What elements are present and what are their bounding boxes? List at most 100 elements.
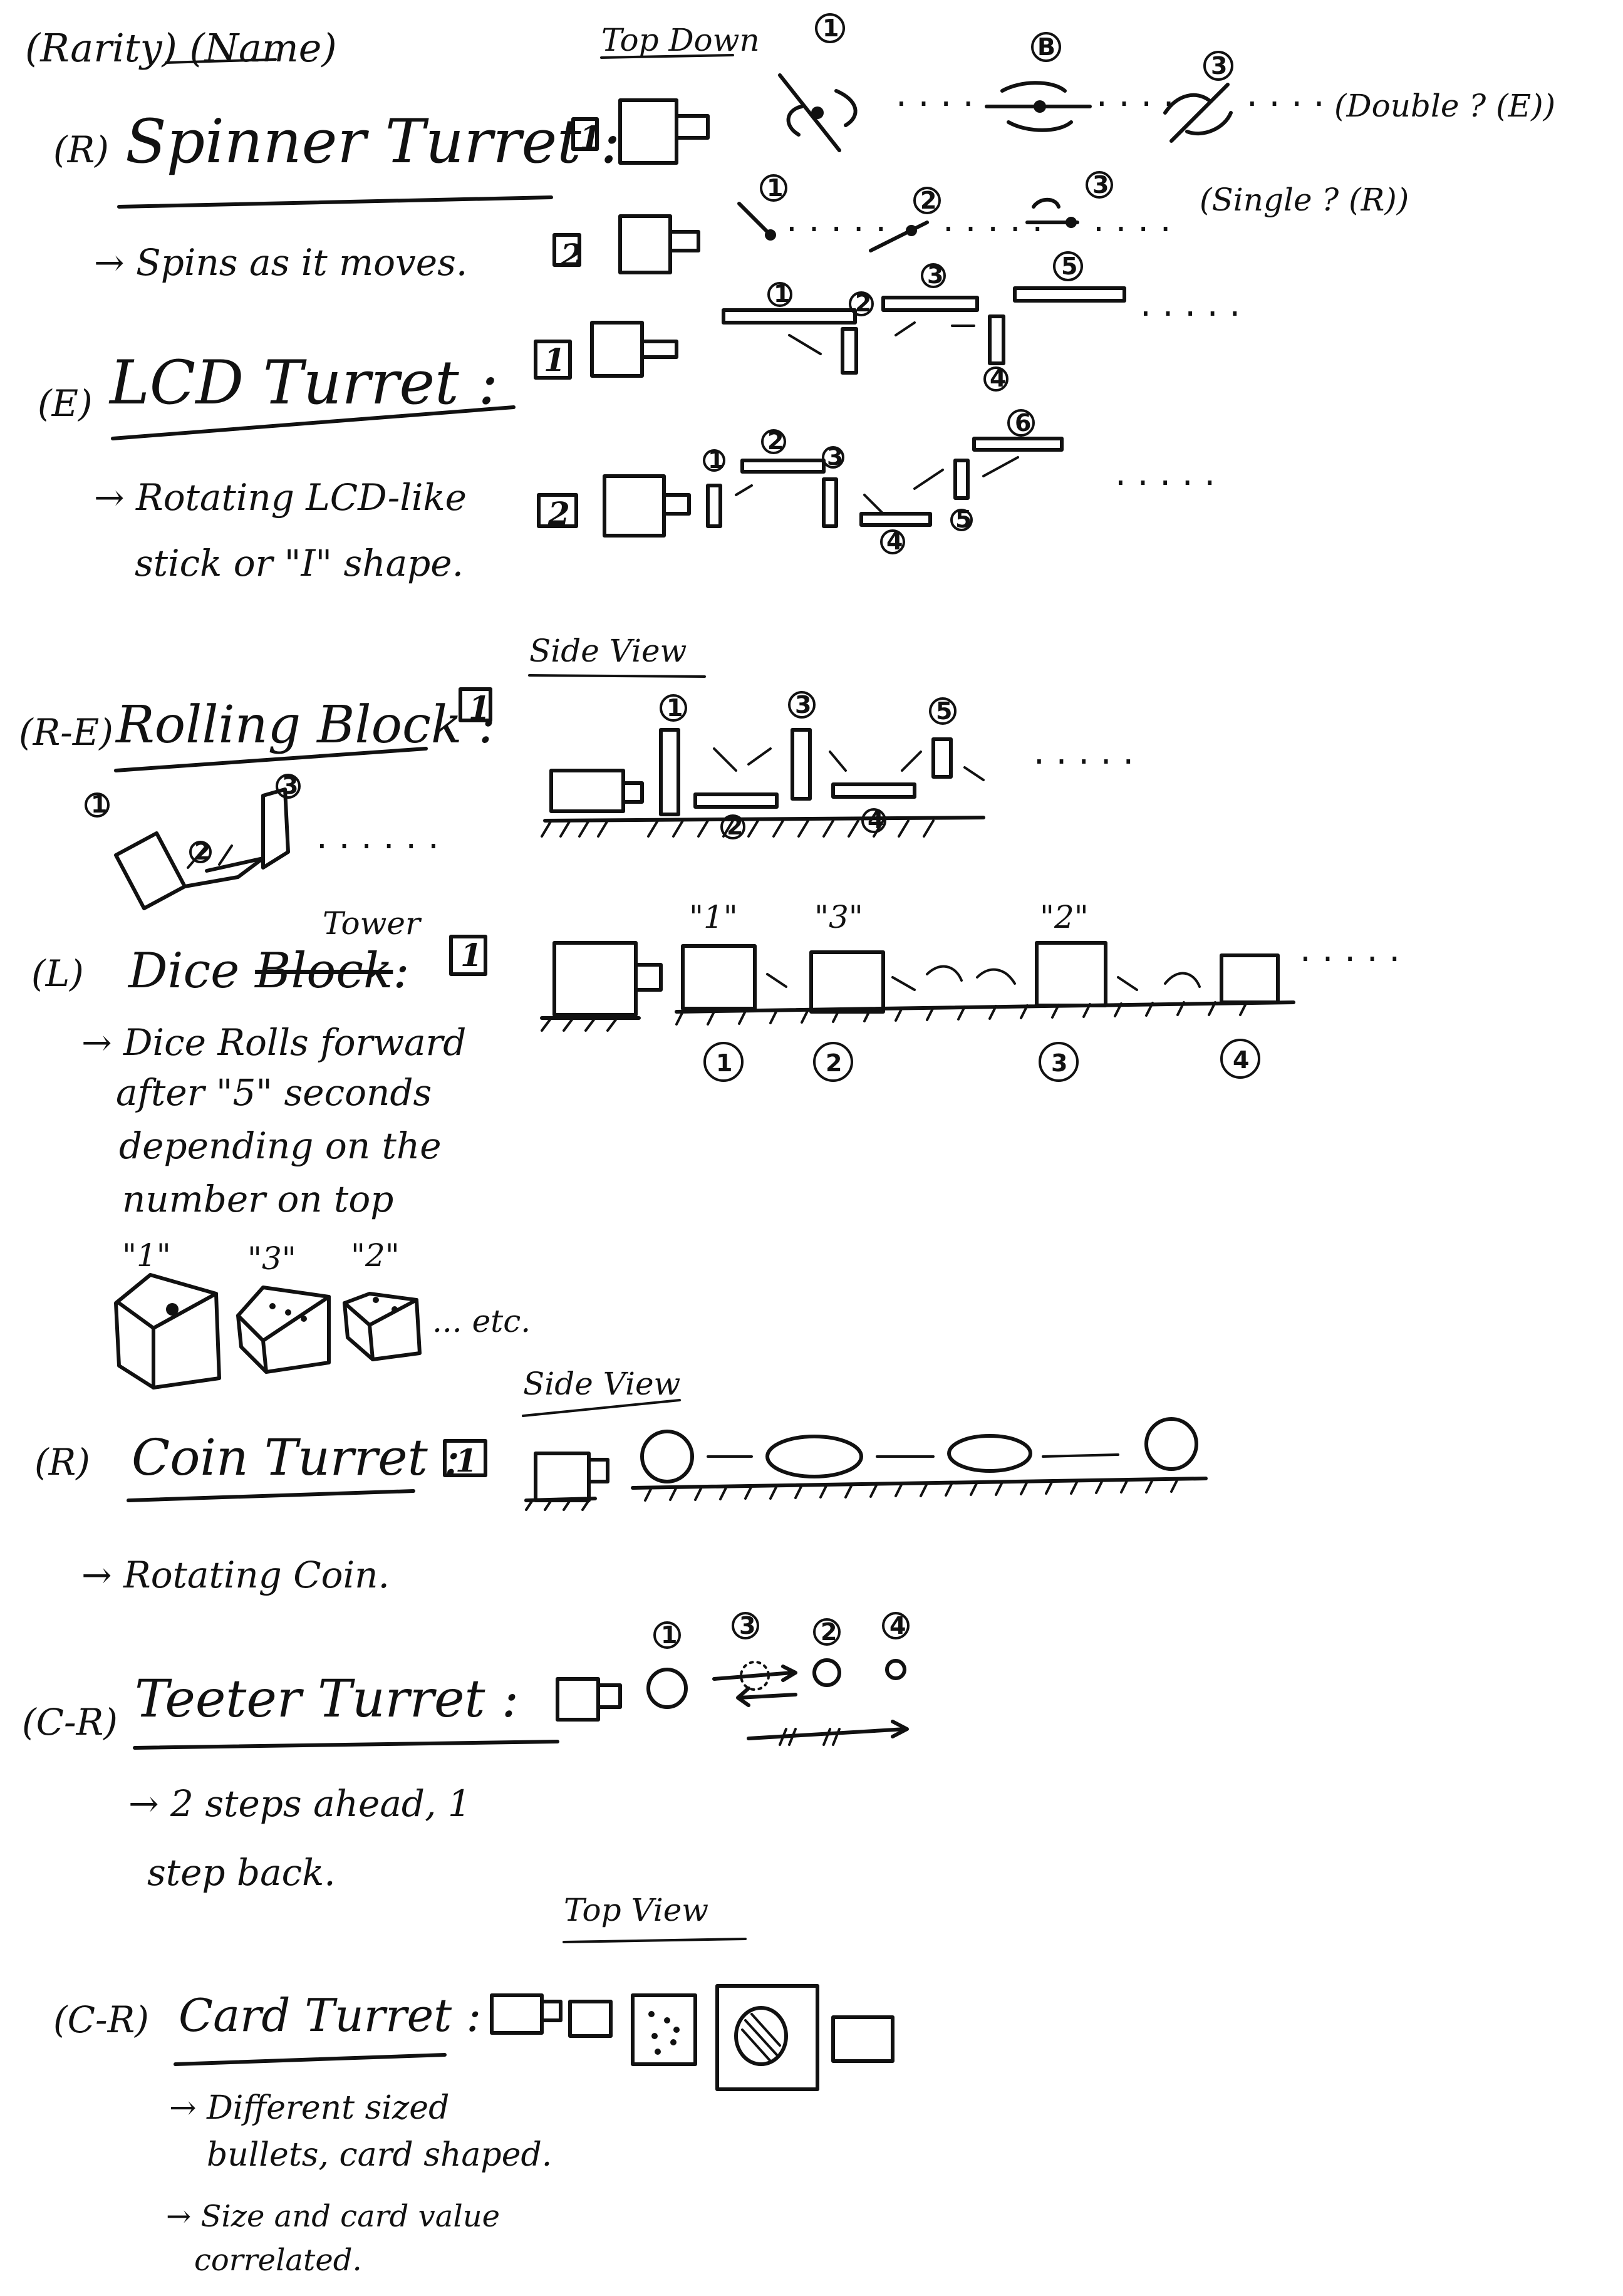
lcd-path-2 bbox=[708, 439, 1062, 526]
card-desc-line1: → Different sized bbox=[169, 2089, 450, 2127]
dice-title-struck: Block bbox=[255, 943, 393, 999]
svg-text:· · · · ·: · · · · · bbox=[1115, 463, 1215, 504]
spinner-rarity: (R) bbox=[53, 128, 109, 171]
svg-text:2: 2 bbox=[826, 1049, 842, 1077]
coin-variant-box bbox=[445, 1441, 485, 1475]
dice-side-view bbox=[542, 943, 1294, 1031]
svg-text:· · · · ·: · · · · · bbox=[1300, 939, 1400, 980]
top-view-label: Top View bbox=[564, 1892, 709, 1928]
svg-text:4: 4 bbox=[886, 527, 903, 555]
card-desc-line3: → Size and card value bbox=[166, 2199, 500, 2234]
spinner-desc: → Spins as it moves. bbox=[94, 241, 468, 284]
svg-text:· · · · ·: · · · · · bbox=[786, 209, 886, 250]
rolling-side-view bbox=[542, 730, 983, 836]
dice-desc-line3: depending on the bbox=[119, 1125, 442, 1167]
dice-desc-line2: after "5" seconds bbox=[116, 1071, 432, 1114]
rolling-title-underline bbox=[116, 749, 426, 771]
step-markers: 1 B 3 1 2 3 1 2 3 4 5 1 2 3 4 5 6 1 2 3 … bbox=[86, 14, 1259, 1649]
svg-text:1: 1 bbox=[708, 446, 724, 474]
lcd-desc-line2: stick or "I" shape. bbox=[135, 542, 464, 584]
svg-text:· · · · ·: · · · · · bbox=[1034, 742, 1134, 782]
dice-face-label-1: "1" bbox=[122, 1237, 171, 1274]
teeter-title-underline bbox=[135, 1742, 557, 1748]
svg-text:1: 1 bbox=[666, 694, 683, 722]
lcd-variant-2: 2 bbox=[548, 495, 570, 532]
rolling-title: Rolling Block : bbox=[116, 695, 496, 755]
dice-side-label-2: "2" bbox=[1040, 899, 1089, 935]
spinner-title: Spinner Turret : bbox=[125, 106, 621, 177]
lcd-title-underline bbox=[113, 407, 514, 439]
card-rarity: (C-R) bbox=[53, 1998, 149, 2041]
svg-text:2: 2 bbox=[821, 1618, 837, 1646]
dice-faces-sketch bbox=[116, 1275, 420, 1388]
svg-text:· · · · ·: · · · · · bbox=[1140, 294, 1240, 335]
teeter-rarity: (C-R) bbox=[22, 1701, 118, 1743]
svg-text:2: 2 bbox=[855, 289, 871, 317]
spinner-turret-1-icon bbox=[573, 100, 708, 163]
coin-side-view bbox=[526, 1419, 1206, 1510]
svg-text:· · · · ·: · · · · · bbox=[943, 209, 1043, 250]
rolling-variant-box bbox=[460, 689, 490, 720]
svg-text:5: 5 bbox=[955, 506, 972, 533]
coin-variant-1: 1 bbox=[455, 1442, 477, 1479]
rolling-variant-1: 1 bbox=[469, 689, 490, 726]
svg-text:3: 3 bbox=[282, 772, 298, 799]
spinner-path-single bbox=[739, 200, 1077, 251]
lcd-variant-1: 1 bbox=[544, 341, 566, 378]
top-down-label: Top Down bbox=[601, 22, 760, 58]
svg-text:3: 3 bbox=[1211, 52, 1227, 80]
svg-text:3: 3 bbox=[827, 443, 843, 470]
svg-text:2: 2 bbox=[767, 427, 784, 455]
side-view-label-2: Side View bbox=[523, 1366, 681, 1402]
spinner-note-double: (Double ? (E)) bbox=[1334, 88, 1556, 124]
teeter-desc-line2: step back. bbox=[147, 1851, 336, 1894]
coin-title: Coin Turret : bbox=[132, 1428, 461, 1487]
dice-title-word: Dice bbox=[128, 943, 240, 999]
svg-text:B: B bbox=[1037, 33, 1055, 61]
spinner-turret-2-icon bbox=[554, 216, 698, 273]
spinner-title-underline bbox=[119, 197, 551, 207]
svg-text:5: 5 bbox=[936, 697, 952, 725]
lcd-rarity: (E) bbox=[38, 382, 93, 425]
svg-text:2: 2 bbox=[727, 813, 743, 840]
coin-desc: → Rotating Coin. bbox=[81, 1554, 390, 1596]
dice-faces-etc: ... etc. bbox=[432, 1303, 531, 1339]
card-desc-line4: correlated. bbox=[194, 2243, 362, 2278]
svg-text:2: 2 bbox=[920, 187, 936, 214]
svg-text:· · · ·: · · · · bbox=[896, 84, 974, 125]
card-title-underline bbox=[175, 2055, 445, 2064]
card-top-view bbox=[492, 1986, 893, 2089]
card-desc-line2: bullets, card shaped. bbox=[207, 2136, 552, 2174]
spinner-variant-2: 2 bbox=[561, 237, 583, 274]
rarity-name-header: (Rarity) (Name) bbox=[25, 25, 337, 71]
svg-text:4: 4 bbox=[889, 1612, 906, 1639]
svg-text:3: 3 bbox=[927, 261, 943, 289]
dice-side-label-1: "1" bbox=[689, 899, 738, 935]
svg-text:· · · ·: · · · · bbox=[1247, 84, 1325, 125]
dice-desc-line4: number on top bbox=[122, 1178, 394, 1220]
card-title: Card Turret : bbox=[179, 1989, 482, 2042]
teeter-desc-line1: → 2 steps ahead, 1 bbox=[128, 1782, 471, 1825]
dice-variant-1: 1 bbox=[460, 937, 482, 974]
svg-text:· · · ·: · · · · bbox=[1096, 84, 1174, 125]
dice-face-label-3: "3" bbox=[247, 1240, 296, 1277]
lcd-title: LCD Turret : bbox=[110, 348, 499, 418]
dice-title: Dice Block: bbox=[128, 943, 410, 999]
spinner-path-double bbox=[780, 75, 1231, 150]
dice-variant-box bbox=[451, 937, 485, 974]
svg-text:1: 1 bbox=[767, 174, 783, 202]
lcd-desc-line1: → Rotating LCD-like bbox=[94, 476, 467, 519]
dice-side-label-3: "3" bbox=[814, 899, 863, 935]
rolling-3d-sketch bbox=[116, 789, 288, 908]
spinner-variant-1: 1 bbox=[579, 119, 601, 156]
rolling-rarity: (R-E) bbox=[19, 711, 113, 754]
dice-desc-line1: → Dice Rolls forward bbox=[81, 1021, 467, 1064]
svg-text:1: 1 bbox=[91, 791, 107, 818]
side-view-label-1: Side View bbox=[529, 633, 687, 669]
svg-text:3: 3 bbox=[1092, 171, 1109, 199]
svg-text:· · · ·: · · · · bbox=[1093, 209, 1171, 250]
svg-text:1: 1 bbox=[822, 14, 839, 42]
svg-text:· · · · · ·: · · · · · · bbox=[316, 826, 439, 867]
svg-text:2: 2 bbox=[194, 838, 210, 865]
